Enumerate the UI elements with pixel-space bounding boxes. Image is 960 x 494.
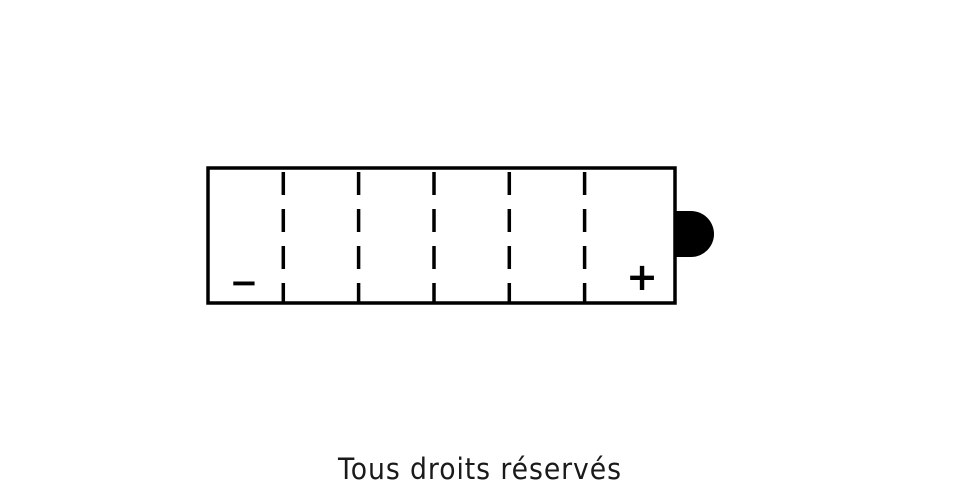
negative-terminal-label: − (230, 263, 259, 303)
positive-terminal-icon (675, 211, 714, 257)
positive-terminal-label: + (626, 255, 658, 299)
cell-dividers (281, 168, 587, 303)
battery-body (206, 166, 677, 305)
copyright-notice: Tous droits réservés (338, 452, 622, 486)
